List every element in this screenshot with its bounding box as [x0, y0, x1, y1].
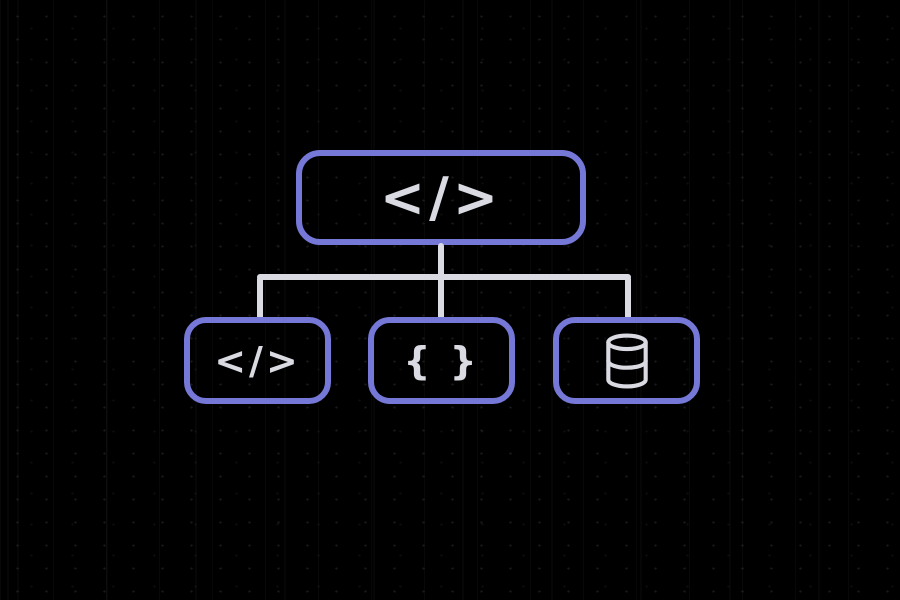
- connector-stub-left: [257, 276, 263, 320]
- node-braces: { }: [368, 317, 515, 404]
- connector-branch-bar: [257, 274, 631, 280]
- braces-icon: { }: [403, 338, 480, 383]
- connector-stub-center: [438, 276, 444, 320]
- code-icon: </>: [379, 165, 503, 229]
- node-code: </>: [184, 317, 331, 404]
- code-icon: </>: [214, 338, 301, 383]
- node-database: [553, 317, 700, 404]
- node-root-code: </>: [296, 150, 586, 245]
- connector-stub-right: [625, 276, 631, 320]
- connector-root-stem: [438, 243, 444, 279]
- database-icon: [605, 333, 648, 388]
